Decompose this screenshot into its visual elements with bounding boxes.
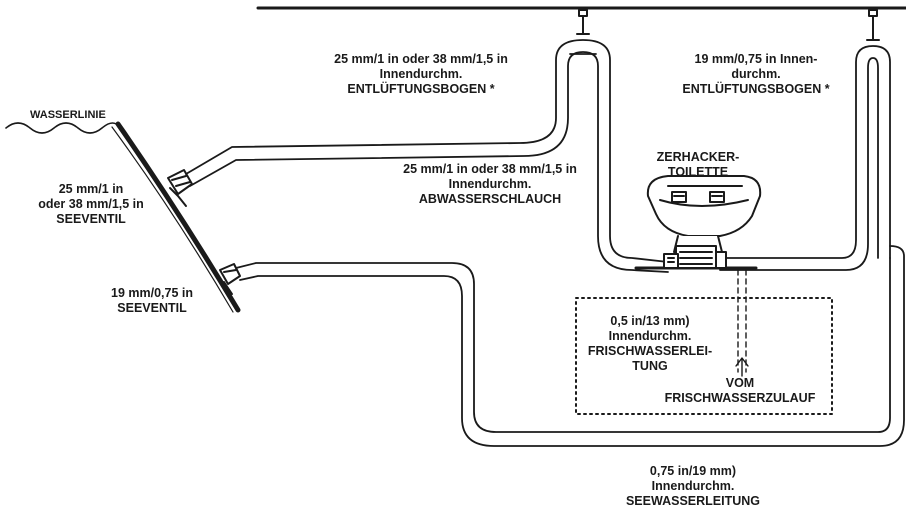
seacock-small (219, 263, 241, 295)
vent-right-line1: 19 mm/0,75 in Innen- (694, 52, 818, 66)
toilet-line1: ZERHACKER- (656, 150, 740, 164)
seacock-small-line2: SEEVENTIL (117, 301, 187, 315)
discharge-hose-label: 25 mm/1 in oder 38 mm/1,5 in Innendurchm… (372, 162, 608, 207)
seawater-line-label: 0,75 in/19 mm) Innendurchm. SEEWASSERLEI… (608, 464, 778, 509)
vent-right-line3: ENTLÜFTUNGSBOGEN * (682, 82, 830, 96)
freshwater-line-line2: Innendurchm. (608, 329, 692, 343)
discharge-hose (185, 39, 669, 273)
seacock-small-line1: 19 mm/0,75 in (111, 286, 193, 300)
vent-right-label: 19 mm/0,75 in Innen- durchm. ENTLÜFTUNGS… (668, 52, 844, 97)
seacock-large-line2: oder 38 mm/1,5 in (38, 197, 144, 211)
vent-left-line3: ENTLÜFTUNGSBOGEN * (347, 82, 495, 96)
toilet-label: ZERHACKER- TOILETTE (640, 150, 756, 180)
discharge-hose-line3: ABWASSERSCHLAUCH (418, 192, 562, 206)
seacock-large-line3: SEEVENTIL (56, 212, 126, 226)
seacock-large-line1: 25 mm/1 in (58, 182, 124, 196)
seacock-large-label: 25 mm/1 in oder 38 mm/1,5 in SEEVENTIL (12, 182, 170, 227)
hull (115, 121, 241, 313)
freshwater-arrow (735, 357, 749, 377)
freshwater-supply-line1: VOM (725, 376, 755, 390)
freshwater-line-label: 0,5 in/13 mm) Innendurchm. FRISCHWASSERL… (584, 314, 716, 374)
freshwater-supply-label: VOM FRISCHWASSERZULAUF (652, 376, 828, 406)
freshwater-supply-line2: FRISCHWASSERZULAUF (664, 391, 816, 405)
toilet-line2: TOILETTE (667, 165, 729, 179)
freshwater-frame (575, 297, 833, 415)
vent-left-line1: 25 mm/1 in oder 38 mm/1,5 in (334, 52, 508, 66)
freshwater-line-line1: 0,5 in/13 mm) (610, 314, 690, 328)
waterline-wave (5, 122, 121, 134)
seawater-line-line1: 0,75 in/19 mm) (649, 464, 737, 478)
freshwater-line-line4: TUNG (632, 359, 668, 373)
toilet-illustration (634, 175, 762, 270)
freshwater-line-line3: FRISCHWASSERLEI- (587, 344, 713, 358)
vent-left-label: 25 mm/1 in oder 38 mm/1,5 in Innendurchm… (302, 52, 540, 97)
vent-loop-right (719, 45, 891, 271)
vent-right-line2: durchm. (731, 67, 781, 81)
seawater-line-line2: Innendurchm. (651, 479, 735, 493)
waterline-label: WASSERLINIE (30, 109, 106, 121)
discharge-hose-line1: 25 mm/1 in oder 38 mm/1,5 in (403, 162, 577, 176)
vent-left-line2: Innendurchm. (379, 67, 463, 81)
freshwater-line (737, 269, 747, 373)
hanger-right (866, 7, 880, 41)
hanger-left (576, 7, 590, 35)
seacock-small-label: 19 mm/0,75 in SEEVENTIL (78, 286, 226, 316)
seawater-line (235, 245, 905, 447)
discharge-hose-line2: Innendurchm. (448, 177, 532, 191)
seawater-line-line3: SEEWASSERLEITUNG (625, 494, 761, 508)
